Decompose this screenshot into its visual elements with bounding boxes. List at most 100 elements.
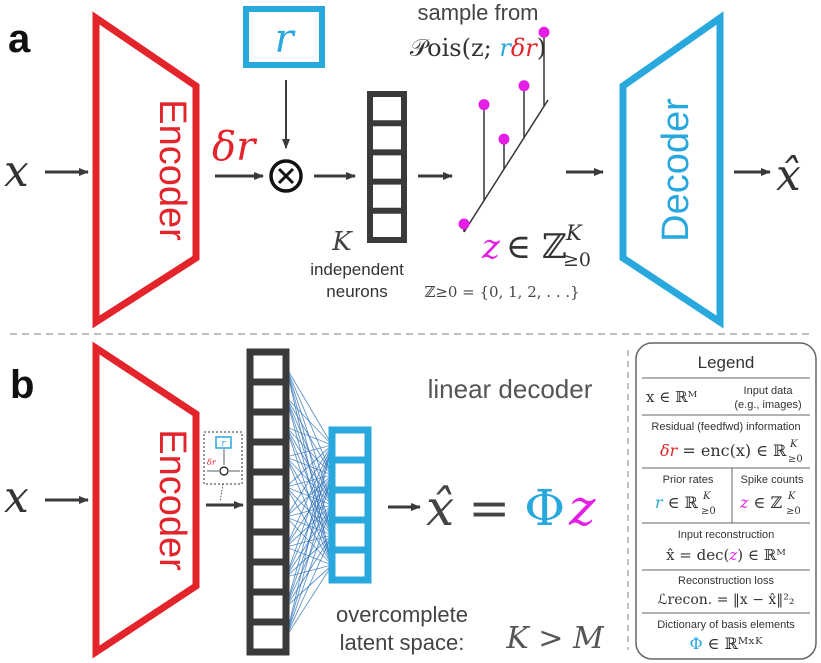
k-greater-m: K > M <box>505 621 605 656</box>
connection-line <box>285 504 333 638</box>
legend-dr: δr <box>660 441 679 460</box>
legend-recon-title: Input reconstruction <box>678 529 775 541</box>
legend-input-desc-1: Input data <box>744 385 794 397</box>
input-x-a: x <box>4 146 29 197</box>
connection-line <box>285 444 333 608</box>
output-equation: x̂=Φz <box>426 479 596 537</box>
mini-r-box <box>215 436 232 449</box>
spike-dot <box>518 80 530 92</box>
latent-neurons-b <box>246 348 290 656</box>
legend-prior-sup: K <box>702 491 711 502</box>
neurons-label-2: neurons <box>326 282 387 301</box>
legend-r-set: ∈ ℝ <box>663 493 699 512</box>
output-xhat-a: x̂ <box>776 150 801 201</box>
latent-neurons-a <box>367 91 407 243</box>
output-column-frame <box>328 426 372 584</box>
connection-line <box>285 444 333 638</box>
legend-prior-title: Prior rates <box>663 474 714 486</box>
legend-dec-set: ) ∈ ℝᴹ <box>737 546 786 564</box>
pois-prefix: 𝒫ois(z; <box>410 34 499 62</box>
spike-dot <box>478 99 490 111</box>
poisson-distribution: 𝒫ois(z; rδr) <box>410 34 546 62</box>
connection-line <box>285 534 333 638</box>
panel-b-label: b <box>10 363 34 407</box>
decoder-block <box>619 11 724 329</box>
legend-prior-sub: ≥0 <box>701 506 716 517</box>
legend-loss-title: Reconstruction loss <box>678 575 774 587</box>
phi-symbol: Φ <box>524 479 565 537</box>
legend-z-set: ∈ ℤ <box>748 493 782 512</box>
mini-multiply-icon <box>219 466 229 476</box>
legend-spike-formula: z ∈ ℤ <box>739 493 782 512</box>
k-label-a: K <box>331 227 353 257</box>
legend-input-formula: x ∈ ℝᴹ <box>646 388 698 406</box>
z-in-Z: ∈ ℤ <box>506 227 567 267</box>
z-set-formula: z∈ ℤ <box>481 227 567 267</box>
legend-dict-title: Dictionary of basis elements <box>657 619 795 631</box>
output-xhat-b: x̂ <box>426 479 454 537</box>
prior-rate-box <box>243 6 325 68</box>
legend-box <box>635 342 817 660</box>
decoder-label: Decoder <box>655 98 697 242</box>
dense-connections <box>285 366 333 638</box>
multiply-cross-2 <box>277 167 295 185</box>
connection-line <box>285 444 333 578</box>
pois-r: r <box>499 34 512 62</box>
pois-suffix: ) <box>537 34 546 62</box>
legend-enc: = enc(x) ∈ ℝ <box>677 441 787 460</box>
z-symbol-a: z <box>481 227 501 267</box>
connection-line <box>285 444 333 518</box>
mini-dr: δr <box>207 458 217 467</box>
neurons-label-1: independent <box>310 260 404 279</box>
spike-dot <box>498 133 510 145</box>
legend-prior-formula: r ∈ ℝ <box>655 493 699 512</box>
legend-residual-formula: δr = enc(x) ∈ ℝ <box>660 441 787 460</box>
legend-recon-formula: x̂ = dec(z) ∈ ℝᴹ <box>666 546 786 564</box>
legend-dec: x̂ = dec( <box>666 546 729 564</box>
input-x-b: x <box>4 472 29 523</box>
legend-spike-sup: K <box>787 491 796 502</box>
encoder-block-a <box>92 11 200 329</box>
linear-decoder-label: linear decoder <box>428 374 593 404</box>
legend-dict-formula: Φ ∈ ℝᴹˣᴷ <box>689 634 763 653</box>
sample-from-title: sample from <box>417 0 538 25</box>
legend-loss-formula: ℒrecon. = ‖x − x̂‖²₂ <box>657 592 794 608</box>
legend-residual-sub: ≥0 <box>788 454 803 465</box>
legend-title: Legend <box>698 353 755 372</box>
spike-dot <box>538 26 550 38</box>
encoder-label-a: Encoder <box>151 99 193 241</box>
mini-leader <box>219 483 224 503</box>
connection-line <box>285 564 333 638</box>
legend-spike-sub: ≥0 <box>786 506 801 517</box>
overcomplete-label-2: latent space: <box>340 630 465 655</box>
legend-input-desc-2: (e.g., images) <box>734 399 801 411</box>
connection-line <box>285 396 333 446</box>
z-nonneg-definition: ℤ≥0 = {0, 1, 2, . . .} <box>424 283 579 301</box>
output-units-b <box>328 426 372 584</box>
panel-a-label: a <box>8 17 31 61</box>
spike-dot <box>458 218 470 230</box>
z-symbol-b: z <box>568 479 596 537</box>
legend-spike-title: Spike counts <box>741 474 804 486</box>
z-set-sup: K <box>565 221 583 245</box>
prior-rate-r: r <box>274 16 296 62</box>
legend-dec-z: z <box>728 546 737 564</box>
spike-baseline <box>463 99 549 233</box>
delta-r-label: δr <box>212 124 258 170</box>
connection-line <box>285 366 333 446</box>
pois-dr: δr <box>511 34 538 62</box>
spike-count-plot <box>458 26 550 233</box>
overcomplete-label-1: overcomplete <box>336 602 468 627</box>
connection-line <box>285 426 333 446</box>
legend-phi-set: ∈ ℝᴹˣᴷ <box>703 634 763 653</box>
mini-r: r <box>221 439 226 449</box>
legend-z: z <box>739 493 749 512</box>
neuron-column-frame <box>367 91 407 243</box>
legend-residual-title: Residual (feedfwd) information <box>651 421 800 433</box>
z-set-sub: ≥0 <box>563 249 591 271</box>
connection-line <box>285 444 333 488</box>
connection-line <box>285 474 333 638</box>
connection-line <box>285 444 333 458</box>
